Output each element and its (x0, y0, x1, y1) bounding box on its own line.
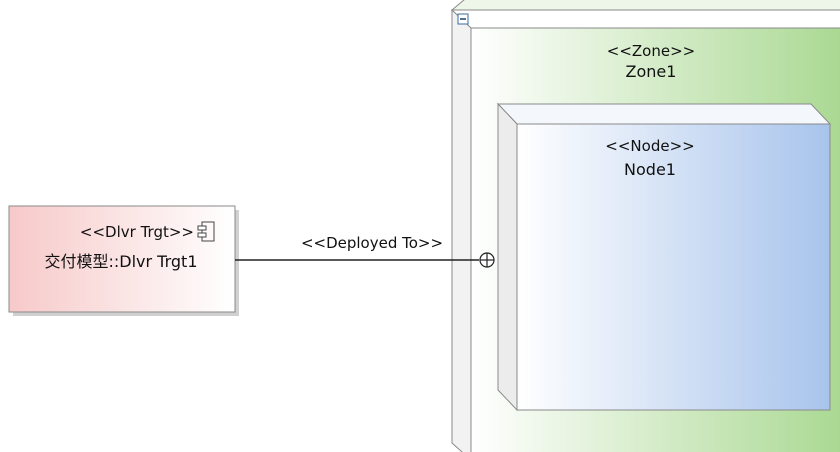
node-top-face (496, 103, 832, 125)
component-element[interactable] (8, 205, 239, 316)
zone-top-face (450, 0, 840, 11)
zone-stereotype: <<Zone>> (606, 42, 696, 60)
component-box (8, 205, 236, 313)
component-name: 交付模型::Dlvr Trgt1 (44, 252, 198, 271)
deployed-to-connector[interactable] (235, 252, 495, 268)
component-stereotype: <<Dlvr Trgt>> (79, 223, 194, 241)
zone-name: Zone1 (625, 62, 677, 81)
component-icon (197, 221, 215, 242)
node-side-face (497, 102, 518, 412)
node-stereotype: <<Node>> (605, 137, 695, 155)
collapse-minus-icon[interactable] (457, 13, 469, 25)
node-name: Node1 (624, 160, 676, 179)
nesting-circle-plus-icon (479, 252, 495, 268)
zone-side-face (451, 8, 472, 452)
connector-label: <<Deployed To>> (300, 234, 444, 252)
node-front-face (516, 123, 831, 411)
node-element[interactable] (496, 102, 832, 412)
